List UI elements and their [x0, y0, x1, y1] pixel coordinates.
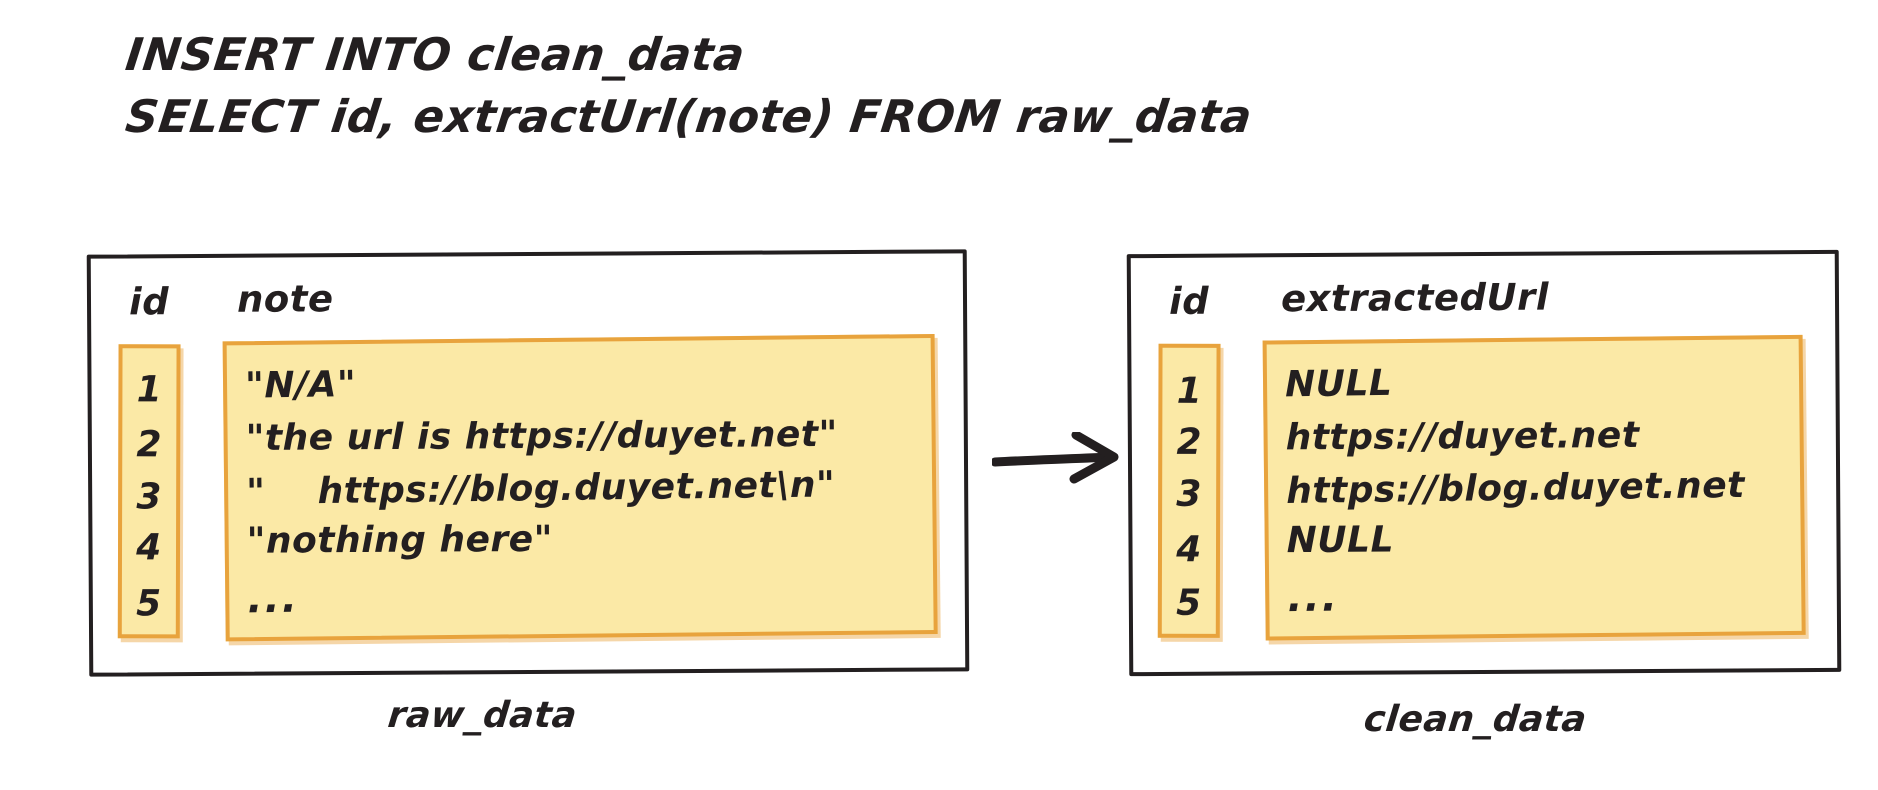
- target-id-row: 1: [1176, 370, 1203, 412]
- target-extractedurl-row: https://duyet.net: [1285, 414, 1640, 459]
- target-extractedurl-row: NULL: [1286, 519, 1395, 562]
- source-id-row: 2: [136, 424, 163, 466]
- source-note-list: "N/A" "the url is https://duyet.net" " h…: [245, 352, 928, 624]
- source-table-raw-data: id note 1 2 3 4 5 "N/A" "the url is http…: [86, 249, 970, 677]
- sql-query-line-2: SELECT id, extractUrl(note) FROM raw_dat…: [122, 90, 1256, 143]
- target-id-list: 1 2 3 4 5: [1162, 364, 1217, 629]
- source-note-row: " https://blog.duyet.net\n": [245, 464, 836, 514]
- target-column-header-id: id: [1168, 279, 1210, 323]
- source-note-row: "N/A": [244, 364, 357, 407]
- arrow-right-icon: [990, 430, 1122, 488]
- target-extractedurl-row: https://blog.duyet.net: [1285, 464, 1746, 512]
- target-id-row: 2: [1176, 421, 1203, 463]
- source-id-row: 1: [136, 369, 163, 411]
- source-id-row: 3: [136, 476, 162, 518]
- target-table-clean-data: id extractedUrl 1 2 3 4 5 NULL https://d…: [1126, 249, 1842, 677]
- target-id-row: 4: [1176, 528, 1202, 570]
- target-id-row: 3: [1176, 473, 1203, 515]
- target-table-caption: clean_data: [1361, 699, 1589, 740]
- target-id-column-cell: 1 2 3 4 5: [1157, 343, 1221, 638]
- source-note-row: "the url is https://duyet.net": [245, 413, 838, 459]
- target-extractedurl-list: NULL https://duyet.net https://blog.duye…: [1285, 353, 1796, 623]
- source-id-row: 4: [136, 527, 162, 569]
- target-extractedurl-column-cell: NULL https://duyet.net https://blog.duye…: [1262, 334, 1806, 641]
- sql-query-block: INSERT INTO clean_data SELECT id, extrac…: [123, 24, 1426, 148]
- target-extractedurl-row: NULL: [1284, 362, 1393, 406]
- target-id-row: 5: [1176, 582, 1202, 624]
- source-note-row: "nothing here": [246, 518, 554, 562]
- source-note-column-cell: "N/A" "the url is https://duyet.net" " h…: [222, 333, 938, 642]
- source-table-caption: raw_data: [385, 695, 580, 736]
- source-column-header-id: id: [128, 280, 170, 324]
- sql-query-line-1: INSERT INTO clean_data: [122, 28, 748, 81]
- source-id-row: 5: [136, 583, 162, 625]
- source-column-header-note: note: [236, 277, 334, 321]
- source-note-row: ...: [246, 575, 300, 623]
- target-column-header-extractedurl: extractedUrl: [1280, 275, 1550, 321]
- target-extractedurl-row: ...: [1286, 574, 1340, 622]
- source-id-column-cell: 1 2 3 4 5: [117, 344, 181, 639]
- source-id-list: 1 2 3 4 5: [122, 364, 177, 629]
